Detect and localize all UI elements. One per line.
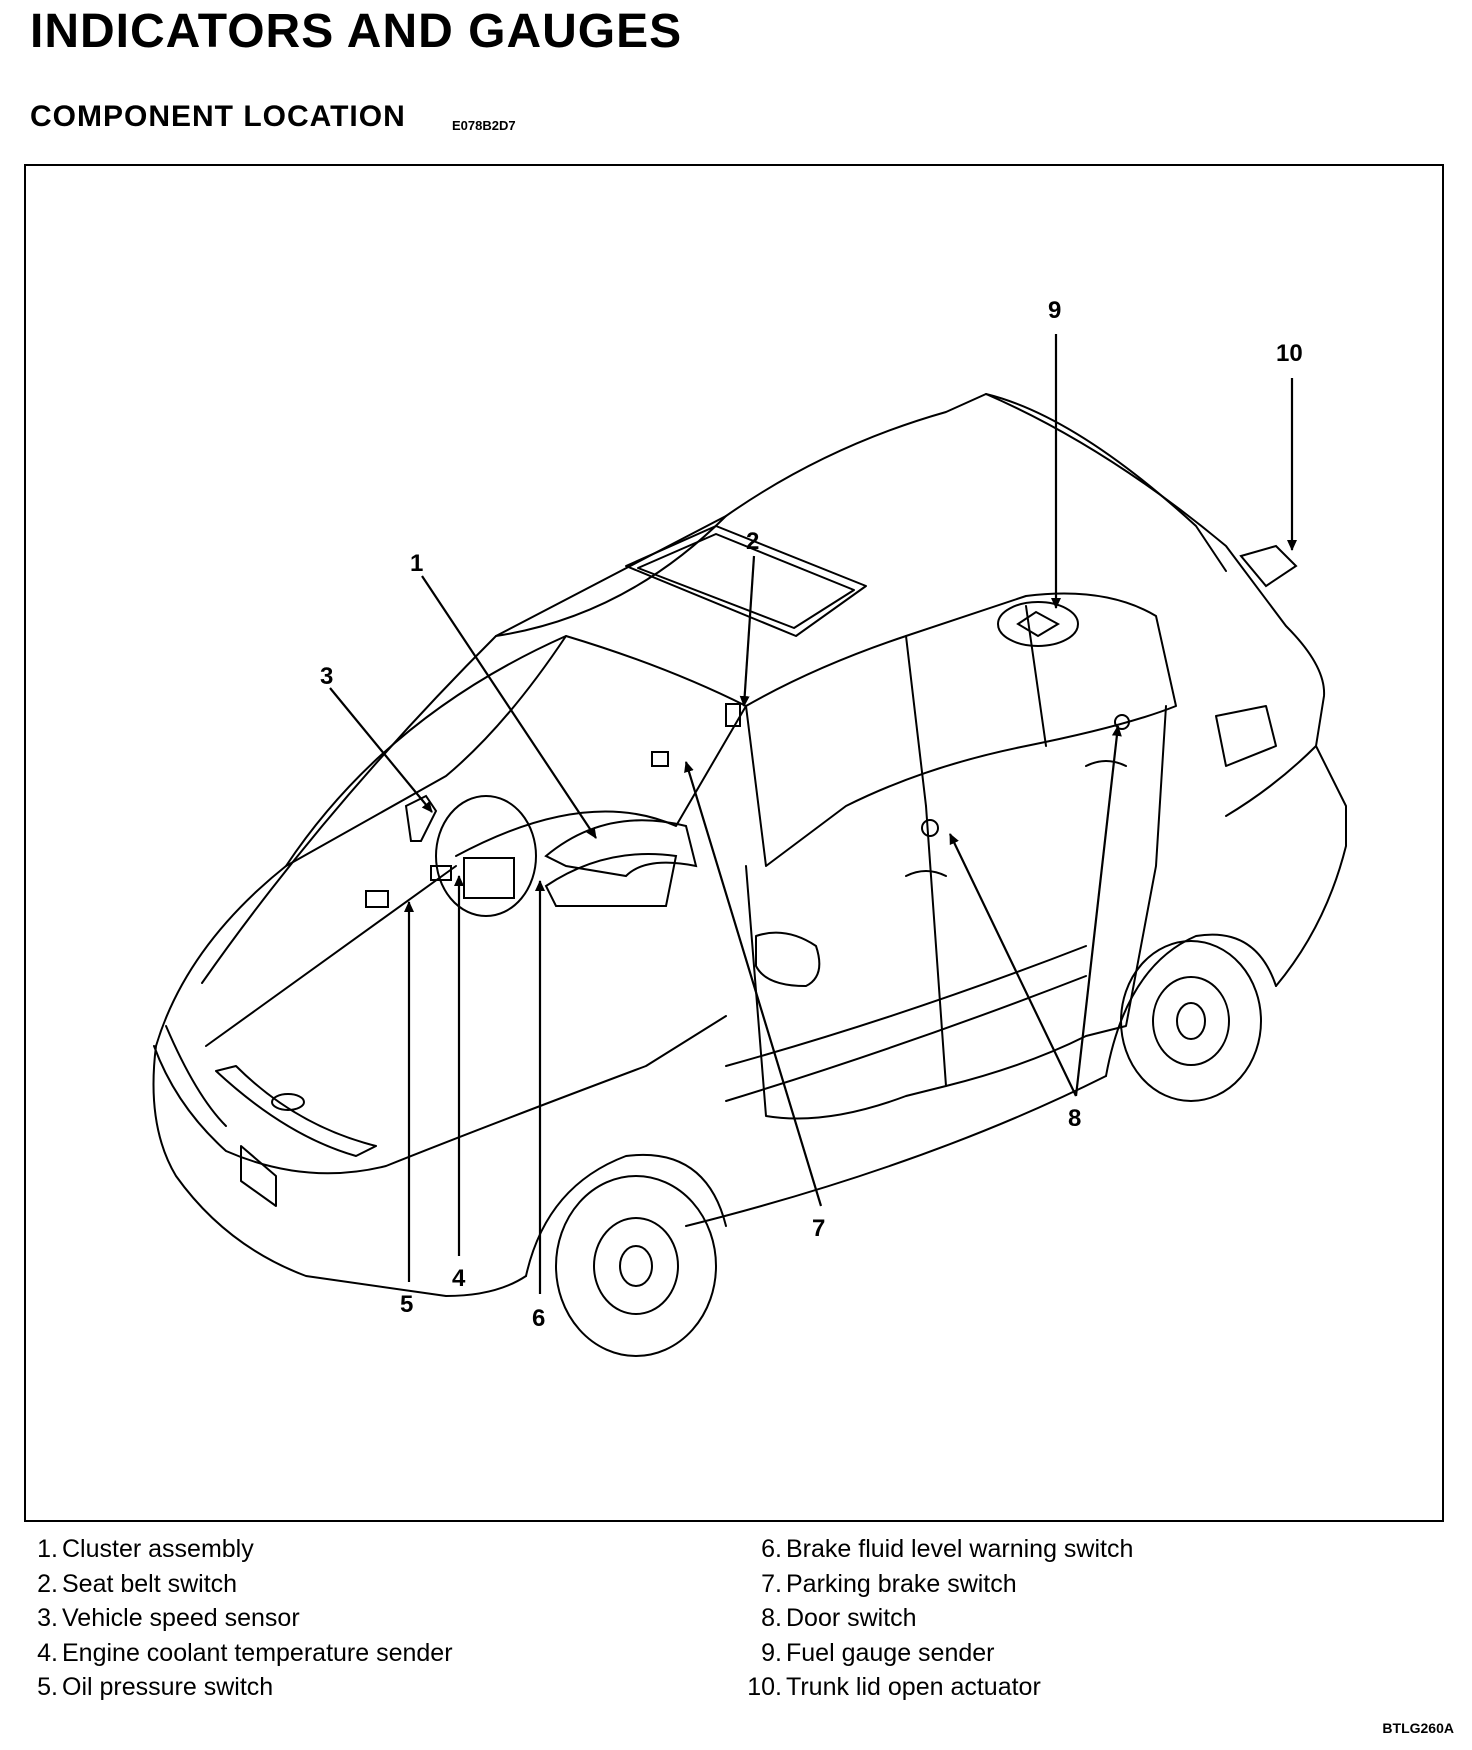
- callout-9: 9: [1048, 297, 1061, 324]
- parking-brake-switch-shape: [651, 751, 669, 767]
- door-switch-rear-shape: [1114, 714, 1130, 730]
- callout-numbers: 1 2 3 4 5 6 7 8 9 10: [320, 297, 1303, 1332]
- legend-item: 7.Parking brake switch: [761, 1569, 1017, 1598]
- legend-item: 8.Door switch: [761, 1604, 917, 1632]
- legend-item: 1.Cluster assembly: [37, 1535, 254, 1563]
- section-subtitle: COMPONENT LOCATION: [30, 100, 406, 133]
- component-glyphs: [365, 544, 1298, 917]
- legend-item: 5.Oil pressure switch: [37, 1673, 274, 1701]
- figure-code: BTLG260A: [1382, 1720, 1454, 1736]
- diagram-frame: 1 2 3 4 5 6 7 8 9 10: [24, 164, 1444, 1522]
- section-code: E078B2D7: [452, 118, 516, 133]
- callout-7: 7: [812, 1215, 825, 1242]
- callout-4: 4: [452, 1265, 466, 1292]
- brake-fluid-reservoir-shape: [463, 857, 515, 899]
- legend-item: 9.Fuel gauge sender: [761, 1638, 995, 1667]
- callout-6: 6: [532, 1305, 545, 1332]
- legend-left: 1.Cluster assembly 2.Seat belt switch 3.…: [30, 1532, 453, 1705]
- legend-item: 6.Brake fluid level warning switch: [761, 1535, 1134, 1563]
- leader-lines: [329, 334, 1297, 1294]
- page-title: INDICATORS AND GAUGES: [30, 5, 683, 58]
- brake-booster-shape: [435, 795, 537, 917]
- vehicle-speed-sensor-shape: [404, 794, 438, 842]
- cluster-hood-shape: [544, 819, 698, 878]
- door-switch-front-shape: [921, 819, 939, 837]
- cluster-assembly-shape: [544, 853, 678, 907]
- callout-8: 8: [1068, 1105, 1081, 1132]
- callout-10: 10: [1276, 340, 1303, 367]
- car-component-diagram: 1 2 3 4 5 6 7 8 9 10: [152, 297, 1347, 1357]
- legend-item: 3.Vehicle speed sensor: [37, 1604, 300, 1632]
- seat-belt-switch-shape: [725, 703, 741, 727]
- oil-pressure-switch-shape: [365, 890, 389, 908]
- callout-3: 3: [320, 663, 333, 690]
- legend-item: 10.Trunk lid open actuator: [747, 1673, 1041, 1701]
- trunk-actuator-shape: [1239, 544, 1298, 588]
- callout-5: 5: [400, 1291, 413, 1318]
- legend-item: 4.Engine coolant temperature sender: [37, 1638, 453, 1667]
- fuel-gauge-sender-shape: [1016, 610, 1061, 638]
- callout-2: 2: [746, 528, 759, 555]
- legend-right: 6.Brake fluid level warning switch 7.Par…: [742, 1532, 1133, 1705]
- callout-1: 1: [410, 550, 423, 577]
- legend-item: 2.Seat belt switch: [37, 1569, 238, 1598]
- car-outline: [152, 393, 1347, 1357]
- fuel-gauge-sender-ring: [997, 601, 1079, 647]
